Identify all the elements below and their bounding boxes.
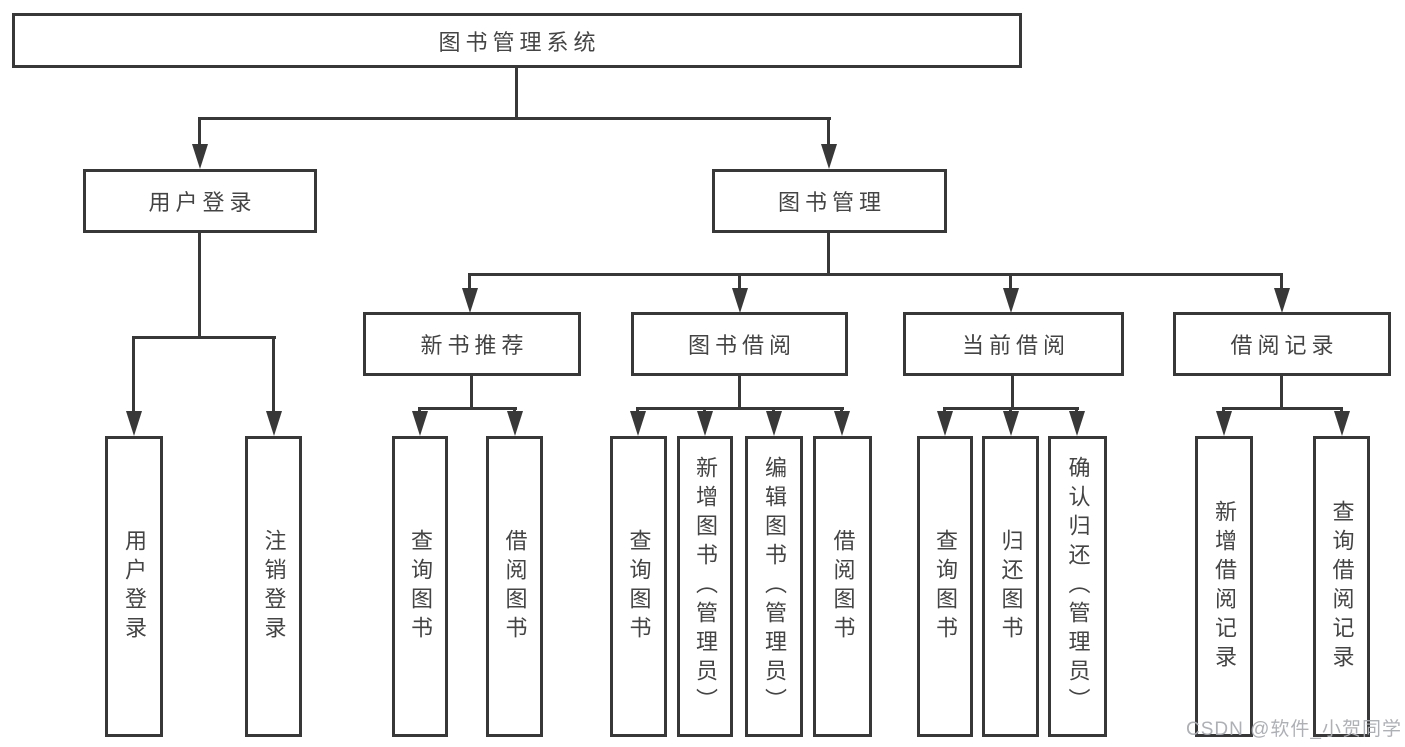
arrow-stem: [272, 336, 275, 412]
arrow-stem: [1075, 407, 1078, 412]
arrow-down-icon: [1003, 411, 1019, 436]
leaf-add-borrow-record: 新增借阅记录: [1195, 436, 1253, 737]
node-label: 当前借阅: [961, 333, 1070, 358]
h-line: [468, 273, 1283, 276]
leaf-label: 用户登录: [122, 528, 147, 645]
arrow-down-icon: [1334, 411, 1350, 436]
arrow-down-icon: [732, 288, 748, 313]
arrow-stem: [1340, 407, 1343, 412]
node-library-system: 图书管理系统: [12, 13, 1022, 68]
arrow-down-icon: [630, 411, 646, 436]
arrow-stem: [418, 407, 421, 412]
leaf-borrow-books-1: 借阅图书: [486, 436, 543, 737]
arrow-down-icon: [266, 411, 282, 436]
leaf-label: 新增图书（管理员）: [693, 456, 718, 717]
arrow-stem: [840, 407, 843, 412]
node-book-management: 图书管理: [712, 169, 947, 233]
node-borrow-records: 借阅记录: [1173, 312, 1391, 376]
v-line: [1280, 376, 1283, 407]
leaf-label: 借阅图书: [830, 528, 856, 645]
h-line: [418, 407, 517, 410]
arrow-down-icon: [697, 411, 713, 436]
node-book-borrowing: 图书借阅: [631, 312, 848, 376]
arrow-down-icon: [1274, 288, 1290, 313]
leaf-label: 查询图书: [408, 528, 433, 645]
watermark: CSDN @软件_小贺同学: [1186, 719, 1402, 740]
arrow-down-icon: [834, 411, 850, 436]
leaf-label: 编辑图书（管理员）: [762, 456, 787, 717]
node-new-book-recommend: 新书推荐: [363, 312, 581, 376]
node-label: 新书推荐: [420, 333, 529, 358]
arrow-down-icon: [766, 411, 782, 436]
node-label: 图书管理: [777, 190, 886, 215]
h-line: [1222, 407, 1343, 410]
arrow-down-icon: [1003, 288, 1019, 313]
node-label: 图书借阅: [687, 333, 796, 358]
node-label: 用户登录: [148, 190, 257, 215]
leaf-query-borrow-record: 查询借阅记录: [1313, 436, 1370, 737]
node-current-borrowing: 当前借阅: [903, 312, 1124, 376]
h-line: [198, 117, 831, 120]
arrow-stem: [1009, 273, 1012, 289]
arrow-stem: [943, 407, 946, 412]
leaf-label: 注销登录: [261, 528, 287, 645]
leaf-label: 新增借阅记录: [1212, 499, 1237, 674]
arrow-stem: [703, 407, 706, 412]
leaf-label: 借阅图书: [502, 528, 528, 645]
leaf-user-login: 用户登录: [105, 436, 163, 737]
v-line: [738, 376, 741, 407]
arrow-stem: [132, 336, 135, 412]
node-user-login: 用户登录: [83, 169, 317, 233]
arrow-down-icon: [412, 411, 428, 436]
arrow-stem: [1280, 273, 1283, 289]
arrow-stem: [636, 407, 639, 412]
v-line: [1011, 376, 1014, 407]
leaf-logout: 注销登录: [245, 436, 302, 737]
arrow-stem: [1009, 407, 1012, 412]
leaf-add-books-admin: 新增图书（管理员）: [677, 436, 733, 737]
arrow-stem: [827, 117, 830, 145]
arrow-down-icon: [1216, 411, 1232, 436]
arrow-down-icon: [126, 411, 142, 436]
leaf-query-books-1: 查询图书: [392, 436, 448, 737]
arrow-stem: [513, 407, 516, 412]
v-line: [515, 68, 518, 117]
arrow-down-icon: [937, 411, 953, 436]
arrow-stem: [468, 273, 471, 289]
arrow-down-icon: [821, 144, 837, 169]
leaf-query-books-3: 查询图书: [917, 436, 973, 737]
leaf-label: 归还图书: [998, 528, 1024, 645]
leaf-label: 确认归还（管理员）: [1065, 456, 1091, 717]
arrow-stem: [1222, 407, 1225, 412]
leaf-borrow-books-2: 借阅图书: [813, 436, 872, 737]
arrow-down-icon: [1069, 411, 1085, 436]
node-label: 借阅记录: [1230, 333, 1339, 358]
h-line: [636, 407, 844, 410]
leaf-edit-books-admin: 编辑图书（管理员）: [745, 436, 803, 737]
leaf-confirm-return-admin: 确认归还（管理员）: [1048, 436, 1107, 737]
arrow-down-icon: [507, 411, 523, 436]
arrow-stem: [772, 407, 775, 412]
leaf-label: 查询图书: [933, 528, 958, 645]
arrow-down-icon: [192, 144, 208, 169]
node-label: 图书管理系统: [438, 29, 601, 55]
v-line: [827, 233, 830, 273]
v-line: [198, 233, 201, 336]
h-line: [132, 336, 276, 339]
arrow-stem: [738, 273, 741, 289]
leaf-label: 查询图书: [626, 528, 652, 645]
arrow-stem: [198, 117, 201, 145]
v-line: [470, 376, 473, 407]
arrow-down-icon: [462, 288, 478, 313]
leaf-return-books: 归还图书: [982, 436, 1039, 737]
leaf-label: 查询借阅记录: [1329, 499, 1355, 674]
leaf-query-books-2: 查询图书: [610, 436, 667, 737]
